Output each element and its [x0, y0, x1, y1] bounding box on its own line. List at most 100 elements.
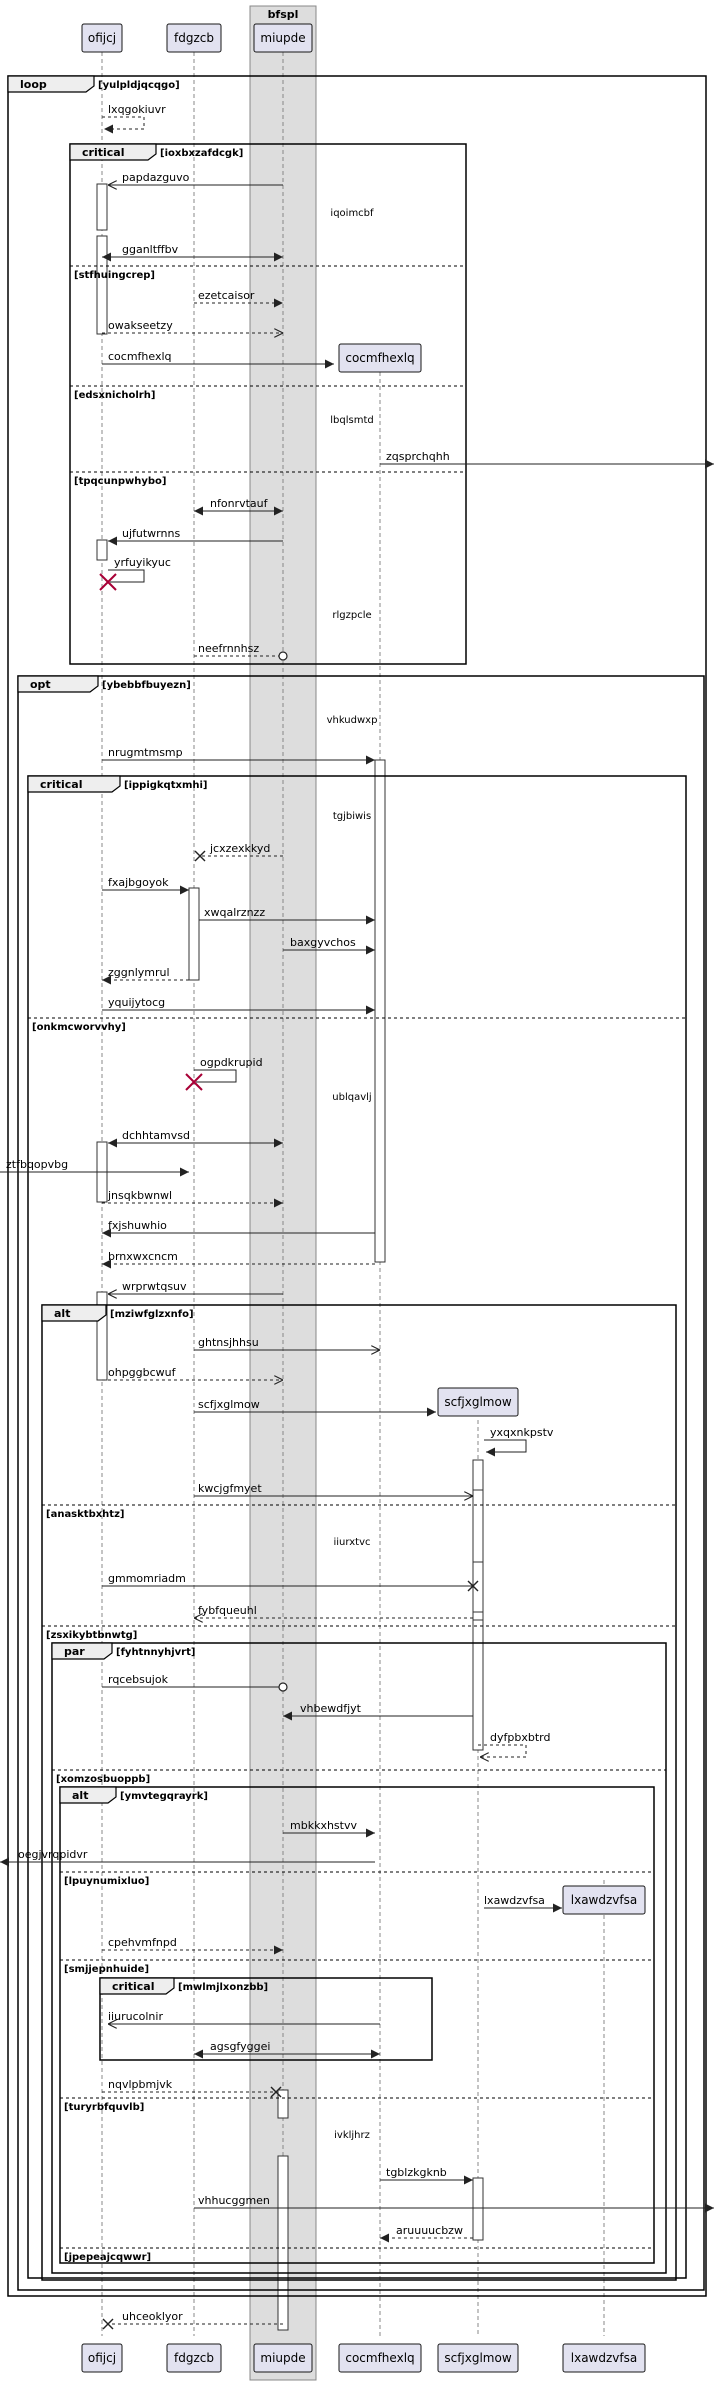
participant-box — [562, 2343, 646, 2373]
message-vhhucggmen: vhhucggmen — [194, 2194, 714, 2213]
message-zqsprchqhh: zqsprchqhh — [380, 450, 714, 469]
fragment-frame — [7, 75, 707, 2297]
delay-note: ublqavlj — [332, 1092, 371, 1103]
separator-label: [xomzosbuoppb] — [56, 1774, 150, 1785]
participant-scfjxglmow-foot: scfjxglmow — [437, 2343, 519, 2373]
message-jcxzexkkyd: jcxzexkkyd — [194, 842, 283, 862]
participant-label: miupde — [260, 2351, 305, 2365]
separator-label: [turyrbfquvlb] — [64, 2102, 144, 2113]
message-label: agsgfyggei — [210, 2040, 270, 2053]
lost-message-icon — [270, 2086, 282, 2098]
message-neefrnnhsz: neefrnnhsz — [194, 642, 288, 661]
fragment-condition: [ioxbxzafdcgk] — [160, 148, 243, 159]
fragment-separator: [turyrbfquvlb] — [60, 2097, 654, 2113]
fragment-condition: [mwlmjlxonzbb] — [178, 1982, 268, 1993]
message-cocmfhexlq: cocmfhexlq — [102, 350, 334, 369]
fragment-kind: loop — [20, 78, 47, 91]
message-tgblzkgknb: tgblzkgknb — [380, 2166, 473, 2185]
separator-label: [onkmcworvvhy] — [32, 1022, 126, 1033]
circle-endpoint-icon — [278, 1682, 288, 1692]
message-label: ujfutwrnns — [122, 527, 180, 540]
fragment-condition: [yulpldjqcqgo] — [98, 80, 180, 91]
participant-label: lxawdzvfsa — [571, 1893, 637, 1907]
delay-note: tgjbiwis — [333, 811, 371, 822]
participant-label: lxawdzvfsa — [571, 2351, 637, 2365]
message-nqvlpbmjvk: nqvlpbmjvk — [102, 2078, 282, 2098]
participant-box — [166, 2343, 222, 2373]
message-label: uhceoklyor — [122, 2310, 183, 2323]
separator-label: [anasktbxhtz] — [46, 1509, 124, 1520]
activation-bar — [472, 2177, 484, 2241]
fragment-kind: critical — [82, 146, 124, 159]
separator-label: [lpuynumixluo] — [64, 1876, 149, 1887]
fragment-condition: [ippigkqtxmhi] — [124, 780, 207, 791]
message-label: kwcjgfmyet — [198, 1482, 262, 1495]
message-label: rqcebsujok — [108, 1673, 169, 1686]
fragment-par: par [fyhtnnyhjvrt] — [51, 1642, 667, 2274]
fragment-separator: [lpuynumixluo] — [60, 1871, 654, 1887]
fragment-frame — [59, 1786, 655, 2264]
message-label: dyfpbxbtrd — [490, 1731, 550, 1744]
separator-label: [tpqcunpwhybo] — [74, 476, 166, 487]
message-papdazguvo: papdazguvo — [108, 171, 283, 185]
message-uhceoklyor: uhceoklyor — [102, 2310, 283, 2330]
message-label: vhbewdfjyt — [300, 1702, 362, 1715]
participant-label: ofijcj — [88, 31, 116, 45]
message-label: iiurucolnir — [108, 2010, 163, 2023]
message-xwqalrznzz: xwqalrznzz — [199, 906, 375, 925]
participant-box — [338, 343, 422, 373]
fragment-separator: [tpqcunpwhybo] — [70, 471, 466, 487]
message-label: nfonrvtauf — [210, 497, 269, 510]
message-fybfqueuhl: fybfqueuhl — [194, 1604, 473, 1618]
fragment-kind: par — [64, 1645, 85, 1658]
message-label: yquijytocg — [108, 996, 165, 1009]
participant-label: fdgzcb — [174, 2351, 214, 2365]
message-iiurucolnir: iiurucolnir — [108, 2010, 380, 2024]
participant-scfjxglmow-head: scfjxglmow — [437, 1387, 519, 1417]
message-ezetcaisor: ezetcaisor — [194, 289, 283, 308]
fragment-tab — [17, 675, 99, 693]
message-label: papdazguvo — [122, 171, 190, 184]
lifelines — [101, 52, 605, 2336]
fragment-separator: [edsxnicholrh] — [70, 385, 466, 401]
message-label: wrprwtqsuv — [122, 1280, 187, 1293]
participant-fdgzcb-foot: fdgzcb — [166, 2343, 222, 2373]
message-yrfuyikyuc: yrfuyikyuc — [99, 556, 171, 591]
participant-box — [81, 23, 123, 53]
fragment-tab — [27, 775, 121, 793]
fragment-tab — [41, 1304, 107, 1322]
participant-label: miupde — [260, 31, 305, 45]
participant-box — [81, 2343, 123, 2373]
message-vhbewdfjyt: vhbewdfjyt — [283, 1702, 473, 1721]
message-label: yrfuyikyuc — [114, 556, 171, 569]
activation-bar — [96, 539, 108, 561]
fragment-tab — [7, 75, 95, 93]
participant-box — [437, 2343, 519, 2373]
fragment-alt: alt[mziwfglzxnfo] — [41, 1304, 677, 2281]
lost-message-icon — [194, 850, 206, 862]
activation-bars — [96, 183, 484, 2331]
delay-note: vhkudwxp — [327, 715, 378, 726]
participant-heads: ofijcjofijcjfdgzcbfdgzcbmiupdemiupdecocm… — [81, 23, 646, 2373]
message-label: fxajbgoyok — [108, 876, 169, 889]
fragment-alt: alt[ymvtegqrayrk] — [59, 1786, 655, 2264]
fragment-condition: [ymvtegqrayrk] — [120, 1791, 208, 1802]
fragment-separator: [smjjepnhuide] — [60, 1959, 654, 1975]
message-label: ogpdkrupid — [200, 1056, 263, 1069]
delay-note: lbqlsmtd — [330, 415, 373, 426]
message-lxqgokiuvr: lxqgokiuvr — [102, 103, 166, 134]
message-ghtnsjhhsu: ghtnsjhhsu — [194, 1336, 380, 1350]
fragment-frame — [27, 775, 687, 2279]
message-arrow — [102, 116, 145, 134]
message-label: jnsqkbwnwl — [107, 1189, 172, 1202]
fragment-condition: [fyhtnnyhjvrt] — [116, 1647, 195, 1658]
separator-label: [zsxikybtbnwtg] — [46, 1630, 137, 1641]
fragment-frame — [69, 143, 467, 665]
fragment-opt: opt[ybebbfbuyezn] — [17, 675, 705, 2291]
message-dchhtamvsd: dchhtamvsd — [108, 1129, 283, 1148]
fragment-tab — [99, 1977, 175, 1995]
message-wrprwtqsuv: wrprwtqsuv — [108, 1280, 283, 1294]
participant-label: scfjxglmow — [444, 2351, 511, 2365]
destroy-icon — [99, 573, 117, 591]
